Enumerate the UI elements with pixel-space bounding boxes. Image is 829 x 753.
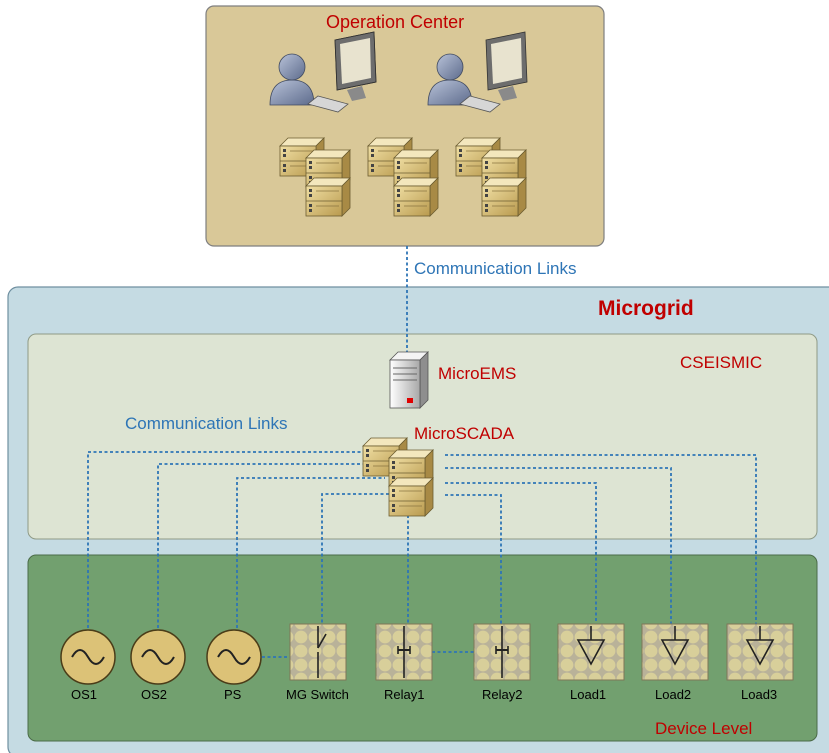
operator-workstation-icon xyxy=(427,31,528,113)
device-label-os1: OS1 xyxy=(71,687,98,702)
top-communication-links-label: Communication Links xyxy=(414,259,577,278)
ac-source-icon xyxy=(206,629,262,685)
device-level-label: Device Level xyxy=(655,719,753,738)
device-label-load1: Load1 xyxy=(570,687,607,702)
load-icon xyxy=(726,623,794,681)
device-label-ps: PS xyxy=(224,687,242,702)
microscada-label: MicroSCADA xyxy=(414,424,515,443)
communication-links-label: Communication Links xyxy=(125,414,288,433)
device-label-os2: OS2 xyxy=(141,687,168,702)
microems-server-icon xyxy=(389,351,429,409)
ac-source-icon xyxy=(60,629,116,685)
ac-source-icon xyxy=(130,629,186,685)
load-icon xyxy=(641,623,709,681)
control-layer-box xyxy=(27,333,818,540)
device-label-relay1: Relay1 xyxy=(384,687,425,702)
device-label-relay2: Relay2 xyxy=(482,687,523,702)
device-label-load2: Load2 xyxy=(655,687,692,702)
switch-icon xyxy=(289,623,347,681)
relay-icon xyxy=(473,623,531,681)
operator-workstation-icon xyxy=(269,31,377,113)
microems-label: MicroEMS xyxy=(438,364,517,383)
cseismic-label: CSEISMIC xyxy=(680,353,763,372)
device-label-load3: Load3 xyxy=(741,687,778,702)
operation-center-title: Operation Center xyxy=(326,12,465,32)
relay-icon xyxy=(375,623,433,681)
microgrid-title: Microgrid xyxy=(598,297,694,320)
device-label-mg-switch: MG Switch xyxy=(286,687,349,702)
load-icon xyxy=(557,623,625,681)
communication-link-lines xyxy=(87,246,757,658)
